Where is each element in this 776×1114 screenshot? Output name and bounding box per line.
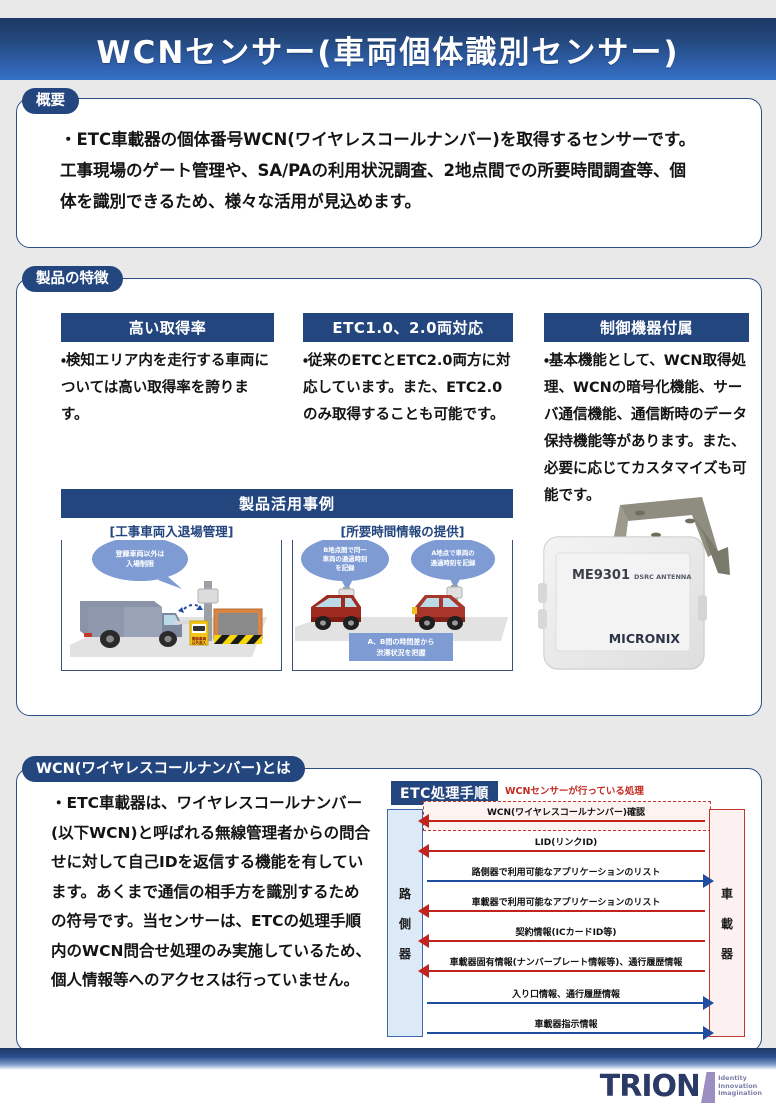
feature-column-2: ETC1.0、2.0両対応 ・従来のETCとETC2.0両方に対応しています。ま… xyxy=(303,313,513,429)
sequence-message-4: 車載器で利用可能なアプリケーションのリスト xyxy=(418,895,705,919)
features-card: 高い取得率 ・検知エリア内を走行する車両については高い取得率を誇ります。 ETC… xyxy=(16,278,762,716)
svg-text:車両の通過時刻: 車両の通過時刻 xyxy=(323,554,368,563)
sequence-label-8: 車載器指示情報 xyxy=(534,1020,598,1030)
svg-text:入場制限: 入場制限 xyxy=(125,559,154,568)
actor-right-char-2: 載 xyxy=(720,916,733,931)
usecase-row: [工事車両入退場管理] 登録車両以外は 入場制限 xyxy=(61,521,513,671)
etc-sequence-diagram: ETC処理手順 WCNセンサーが行っている処理 路 側 器 車 載 器 WCN(… xyxy=(383,775,749,1043)
sequence-label-2: LID(リンクID) xyxy=(534,838,598,848)
tagline-line-3: Imagination xyxy=(718,1089,762,1097)
page-title: WCNセンサー(車両個体識別センサー) xyxy=(96,34,680,71)
usecase-title-1: [工事車両入退場管理] xyxy=(61,521,282,540)
svg-text:通過時刻を記録: 通過時刻を記録 xyxy=(431,558,476,567)
svg-text:A、B間の時間差から: A、B間の時間差から xyxy=(368,637,435,646)
actor-roadside-unit: 路 側 器 xyxy=(387,809,423,1037)
sequence-message-1: WCN(ワイヤレスコールナンバー)確認 xyxy=(418,805,705,829)
usecase-box-2: [所要時間情報の提供] B地点間で同一 車両の通過時刻 を記録 xyxy=(292,521,513,671)
svg-text:ME9301: ME9301 xyxy=(572,568,630,583)
usecase-illustration-traveltime: B地点間で同一 車両の通過時刻 を記録 A地点で車両の 通過時刻を記録 xyxy=(293,533,512,670)
overview-line-2: 工事現場のゲート管理や、SA/PAの利用状況調査、2地点間での所要時間調査等、個 xyxy=(60,161,687,180)
logo-wordmark: TRION xyxy=(599,1069,701,1104)
logo-slash-mark xyxy=(698,1072,716,1103)
sequence-label-6: 車載器固有情報(ナンバープレート情報等)、通行履歴情報 xyxy=(449,958,683,968)
footer-gradient-bar xyxy=(0,1048,776,1070)
sequence-arrow-3 xyxy=(427,880,705,883)
svg-text:登録車両以外は: 登録車両以外は xyxy=(115,549,165,558)
usecase-illustration-gate: 登録車両以外は 入場制限 xyxy=(62,533,281,670)
overview-text: ・ETC車載器の個体番号WCN(ワイヤレスコールナンバー)を取得するセンサーです… xyxy=(60,124,732,217)
overview-card xyxy=(16,98,762,248)
sequence-label-4: 車載器で利用可能なアプリケーションのリスト xyxy=(471,898,661,908)
features-section-label: 製品の特徴 xyxy=(22,266,123,292)
usecase-box-1: [工事車両入退場管理] 登録車両以外は 入場制限 xyxy=(61,521,282,671)
actor-left-char-3: 器 xyxy=(398,946,411,961)
trion-logo: TRION Identity Innovation Imagination xyxy=(600,1072,762,1103)
overview-content: ・ETC車載器の個体番号WCN(ワイヤレスコールナンバー)を取得するセンサーです… xyxy=(16,98,760,246)
product-photo: ME9301 DSRC ANTENNA MICRONIX xyxy=(532,491,752,691)
sequence-label-5: 契約情報(ICカードID等) xyxy=(515,928,617,938)
usecase-header: 製品活用事例 xyxy=(61,489,513,518)
svg-text:以外進入: 以外進入 xyxy=(192,640,207,645)
page-header: WCNセンサー(車両個体識別センサー) xyxy=(0,18,776,80)
gate-management-illustration: 登録車両以外は 入場制限 xyxy=(70,537,267,657)
wcn-step-highlight xyxy=(423,801,711,831)
feature-column-3: 制御機器付属 ・基本機能として、WCN取得処理、WCNの暗号化機能、サーバ通信機… xyxy=(544,313,749,510)
overview-line-3: 体を識別できるため、様々な活用が見込めます。 xyxy=(60,192,422,211)
sequence-label-7: 入り口情報、通行履歴情報 xyxy=(511,990,620,1000)
feature-title-3: 制御機器付属 xyxy=(544,313,749,342)
svg-text:B地点間で同一: B地点間で同一 xyxy=(323,545,367,554)
svg-text:DSRC ANTENNA: DSRC ANTENNA xyxy=(634,573,691,581)
feature-body-2: ・従来のETCとETC2.0両方に対応しています。また、ETC2.0のみ取得する… xyxy=(303,353,511,423)
actor-left-char-1: 路 xyxy=(398,886,411,901)
sequence-message-5: 契約情報(ICカードID等) xyxy=(418,925,705,949)
sequence-arrow-6 xyxy=(427,970,705,973)
feature-body-3: ・基本機能として、WCN取得処理、WCNの暗号化機能、サーバ通信機能、通信断時の… xyxy=(544,353,747,504)
actor-right-char-1: 車 xyxy=(720,886,733,901)
svg-text:渋滞状況を把握: 渋滞状況を把握 xyxy=(377,648,426,657)
sequence-message-6: 車載器固有情報(ナンバープレート情報等)、通行履歴情報 xyxy=(418,955,705,979)
footer-area xyxy=(0,1070,776,1114)
sequence-arrow-8 xyxy=(427,1032,705,1035)
sequence-arrow-5 xyxy=(427,940,705,943)
wcn-section-label: WCN(ワイヤレスコールナンバー)とは xyxy=(22,756,305,782)
wcn-card: ・ETC車載器は、ワイヤレスコールナンバー(以下WCN)と呼ばれる無線管理者から… xyxy=(16,768,762,1052)
svg-text:MICRONIX: MICRONIX xyxy=(609,631,681,646)
actor-right-char-3: 器 xyxy=(720,946,733,961)
feature-body-1: ・検知エリア内を走行する車両については高い取得率を誇ります。 xyxy=(61,353,269,423)
overview-line-1: ・ETC車載器の個体番号WCN(ワイヤレスコールナンバー)を取得するセンサーです… xyxy=(60,130,696,149)
logo-tagline: Identity Innovation Imagination xyxy=(718,1074,762,1098)
sequence-message-7: 入り口情報、通行履歴情報 xyxy=(427,987,714,1011)
svg-text:A地点で車両の: A地点で車両の xyxy=(431,548,474,557)
feature-title-2: ETC1.0、2.0両対応 xyxy=(303,313,513,342)
actor-left-char-2: 側 xyxy=(398,916,411,931)
sequence-arrow-4 xyxy=(427,910,705,913)
svg-text:関係車両: 関係車両 xyxy=(192,636,207,641)
actor-onboard-unit: 車 載 器 xyxy=(709,809,745,1037)
sequence-label-1: WCN(ワイヤレスコールナンバー)確認 xyxy=(486,808,646,818)
sequence-message-3: 路側器で利用可能なアプリケーションのリスト xyxy=(427,865,714,889)
sequence-note: WCNセンサーが行っている処理 xyxy=(505,786,644,797)
tagline-line-1: Identity xyxy=(718,1074,747,1082)
feature-column-1: 高い取得率 ・検知エリア内を走行する車両については高い取得率を誇ります。 xyxy=(61,313,274,429)
overview-section-label: 概要 xyxy=(22,88,79,114)
usecase-title-2: [所要時間情報の提供] xyxy=(292,521,513,540)
svg-text:を記録: を記録 xyxy=(335,563,355,572)
sequence-arrow-1 xyxy=(427,820,705,823)
tagline-line-2: Innovation xyxy=(718,1081,758,1090)
wcn-body-text: ・ETC車載器は、ワイヤレスコールナンバー(以下WCN)と呼ばれる無線管理者から… xyxy=(51,794,371,989)
sequence-label-3: 路側器で利用可能なアプリケーションのリスト xyxy=(471,868,661,878)
sequence-message-8: 車載器指示情報 xyxy=(427,1017,714,1041)
sequence-arrow-7 xyxy=(427,1002,705,1005)
travel-time-illustration: B地点間で同一 車両の通過時刻 を記録 A地点で車両の 通過時刻を記録 xyxy=(295,537,508,661)
feature-title-1: 高い取得率 xyxy=(61,313,274,342)
sequence-message-2: LID(リンクID) xyxy=(418,835,705,859)
me9301-antenna-image: ME9301 DSRC ANTENNA MICRONIX xyxy=(538,497,730,670)
sequence-arrow-2 xyxy=(427,850,705,853)
usecase-panel: 製品活用事例 [工事車両入退場管理] 登録車両以外は xyxy=(61,489,513,671)
